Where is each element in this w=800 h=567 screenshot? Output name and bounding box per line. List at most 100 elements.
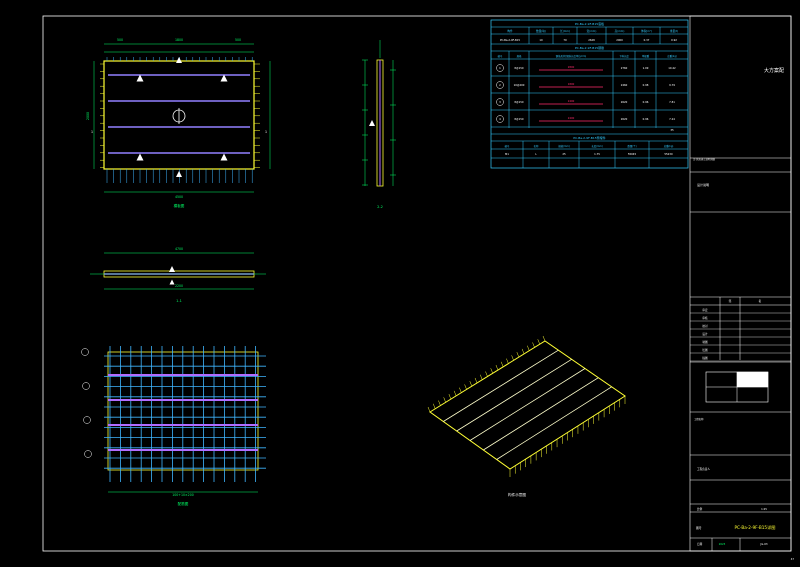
table-header: 单根重 (642, 54, 650, 58)
rebar-shape-label: 2400 (568, 116, 575, 120)
title-role: 绘图 (702, 348, 708, 352)
title-label: 签 (729, 299, 732, 303)
table-header: 规格(mm) (558, 144, 569, 148)
table-header: 名称 (534, 144, 539, 148)
table-cell: 2620 (621, 100, 628, 104)
title-label: 比例 (697, 507, 703, 511)
iso-tick (480, 374, 483, 380)
table-header: 规格 (517, 54, 522, 58)
rebar-number-bubble (81, 348, 89, 356)
dim-text: 2000 (86, 112, 90, 120)
title-role: 审核 (702, 316, 708, 320)
iso-tick (438, 400, 441, 406)
table-cell: 55230 (664, 152, 673, 156)
table-cell: 2760 (621, 66, 628, 70)
drawing-name: PC-Ba-2-9F-B15详图 (735, 524, 776, 531)
section-arrow-icon (169, 266, 175, 272)
table-cell: 0.92 (671, 38, 677, 42)
table-header: 重量(t) (670, 29, 678, 33)
iso-tick (527, 345, 530, 351)
section-mark: 1 (91, 130, 93, 134)
lift-point-icon (136, 74, 144, 82)
iso-tick (537, 339, 541, 345)
iso-outline (429, 340, 626, 470)
iso-tick (506, 358, 509, 364)
section-arrow-icon (176, 171, 182, 177)
table-header: 钢筋形状(钢筋长度单位mm) (556, 54, 586, 58)
table-cell: 0.37 (644, 38, 650, 42)
dim-text: 100+10×200 (172, 493, 194, 497)
title-role: 审定 (702, 308, 708, 312)
table-header: 数量(个) (627, 144, 636, 148)
section-arrow-icon (176, 57, 182, 63)
table-header: 构件 (507, 29, 513, 33)
title-label: 日期 (697, 542, 703, 546)
dim-text: 4700 (175, 247, 183, 251)
view-caption: 配筋图 (178, 501, 189, 506)
iso-tick (448, 393, 452, 400)
table-title: PC-Ba-2-9F-B15预埋件 (573, 135, 605, 140)
rebar-shape-label: 2800 (568, 65, 575, 69)
view-caption: 模板图 (174, 203, 185, 208)
table-header: 体积(m³) (641, 29, 652, 33)
table-cell: 0.98 (643, 83, 649, 87)
title-note: 注:详见(施工说明详图) (693, 157, 715, 161)
iso-rebar (456, 358, 572, 432)
title-top-text: 大方案配 (764, 67, 784, 74)
section-mark: 1 (265, 130, 267, 134)
iso-tick (532, 342, 535, 348)
iso-tick (432, 403, 436, 409)
dim-text: 500 (117, 38, 123, 42)
iso-tick (542, 335, 546, 342)
iso-tick (443, 397, 446, 403)
view-caption: 2-2 (377, 205, 383, 209)
iso-rebar (443, 349, 559, 422)
table-cell: 10@200 (514, 83, 525, 87)
title-label: 设计说明 (697, 182, 709, 187)
table-header: 下料长度 (619, 54, 629, 58)
table-cell: 8@150 (514, 66, 524, 70)
iso-tick (453, 390, 457, 396)
iso-rebar (483, 377, 599, 451)
table-cell: 0.96 (643, 100, 649, 104)
rebar-shape-label: 1800 (568, 82, 575, 86)
iso-tick (511, 355, 514, 361)
iso-rebar (469, 368, 586, 441)
rebar-number-bubble (82, 382, 90, 390)
title-role: 制图 (702, 340, 708, 344)
title-block-frame (689, 15, 792, 552)
table-header: 高(mm) (615, 29, 625, 33)
table-cell: 1 (499, 66, 501, 70)
iso-tick (464, 384, 467, 390)
table-cell: 3 (499, 100, 501, 104)
iso-tick (521, 348, 525, 355)
rebar-number-bubble (83, 416, 91, 424)
iso-tick (474, 377, 478, 384)
title-role: 描图 (702, 356, 708, 360)
table-cell: 55045 (628, 152, 637, 156)
table-header: 编号 (505, 144, 510, 148)
iso-tick (516, 352, 520, 358)
rebar-number-bubble (84, 450, 92, 458)
iso-tick (490, 368, 493, 374)
table-cell: 7.24 (669, 117, 675, 121)
table-cell: 10.42 (668, 66, 676, 70)
dim-text: 4500 (175, 195, 183, 199)
table-cell: 2000 (616, 38, 623, 42)
rebar-number-bubble (496, 98, 504, 106)
view-caption: 1-1 (176, 299, 182, 303)
iso-tick (485, 371, 488, 377)
lift-point-icon (220, 74, 228, 82)
table-cell: 35 (670, 128, 674, 132)
rebar-shape-label: 2400 (568, 99, 575, 103)
table-cell: 8@150 (514, 117, 524, 121)
iso-tick (495, 364, 499, 371)
table-cell: 2460 (621, 83, 628, 87)
key-plan-cell (736, 371, 769, 388)
table-cell: 2 (499, 83, 501, 87)
title-value: 2023 (719, 542, 726, 546)
table-header: 总重(kg) (667, 54, 677, 58)
table-header: 总重(kg) (664, 144, 674, 148)
table-cell: 8@150 (514, 100, 524, 104)
